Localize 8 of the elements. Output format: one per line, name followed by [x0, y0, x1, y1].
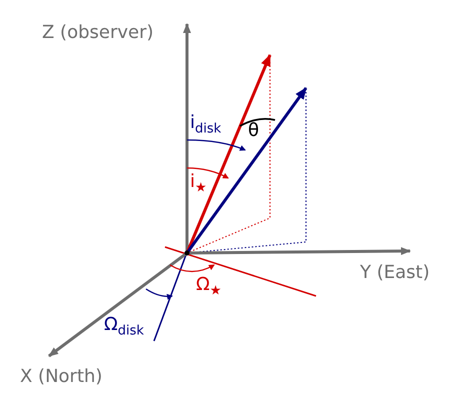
axis-label: Z (observer) [42, 24, 154, 42]
angle-label: i$_{disk}$ [190, 114, 222, 136]
angle-label: Ω$_{★}$ [196, 276, 222, 298]
axis-label: Y (East) [360, 264, 430, 282]
angle-label: θ [248, 122, 260, 140]
angle-label: i$_{★}$ [190, 173, 207, 195]
axis-label: X (North) [20, 368, 102, 386]
angle-label: Ω$_{disk}$ [104, 316, 144, 338]
